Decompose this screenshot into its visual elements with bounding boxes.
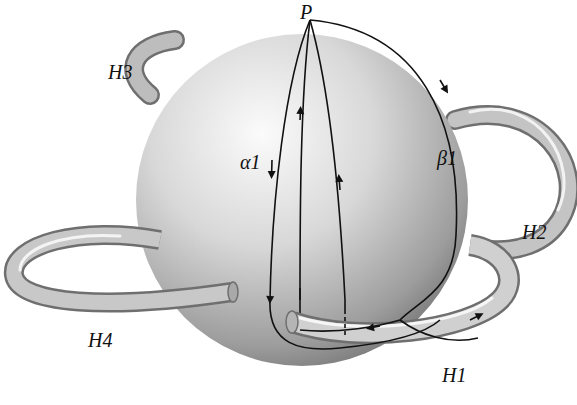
loop-curve	[310, 20, 457, 320]
handle-label: H3	[108, 62, 132, 82]
point-label: P	[300, 2, 312, 22]
handle-tube	[134, 40, 175, 95]
handle-label: H4	[88, 330, 112, 350]
loop-label: α1	[240, 152, 261, 172]
loop-label: β1	[437, 148, 457, 168]
loop-curve	[300, 310, 480, 348]
handle-tube	[286, 245, 509, 333]
loop-curve	[270, 20, 345, 349]
handle-label: H2	[522, 222, 546, 242]
handle-tube	[455, 109, 569, 250]
handle-tube	[14, 235, 238, 303]
handle-label: H1	[442, 365, 466, 385]
